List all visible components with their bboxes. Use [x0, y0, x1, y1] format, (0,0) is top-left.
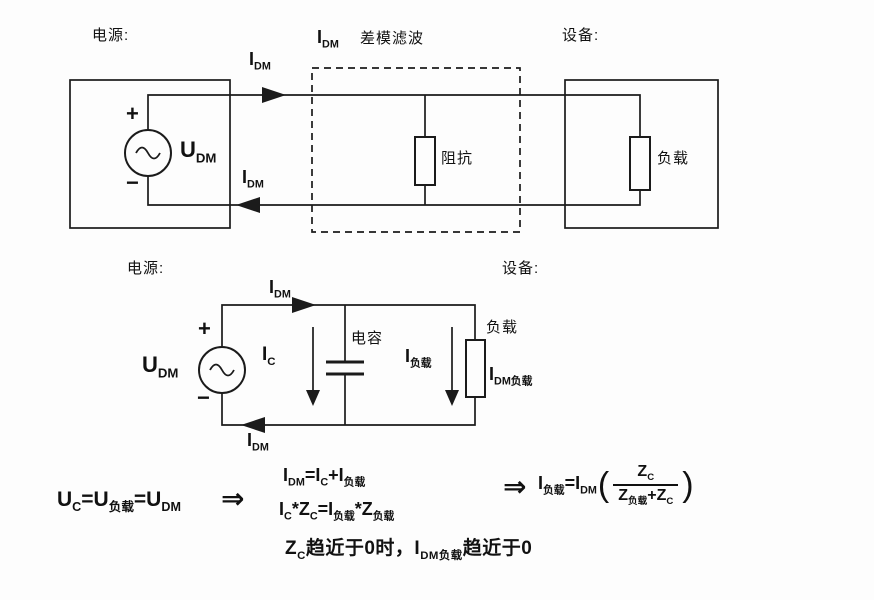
device-title-bottom: 设备: [502, 260, 540, 277]
wire-bottom [147, 176, 641, 206]
load-dm-current-label: IDM负载 [489, 364, 533, 388]
paren-close: ) [682, 466, 694, 505]
wire-top [221, 304, 476, 347]
equation-current-sum: IDM=IC+I负载 [283, 465, 366, 489]
load-current-arrowhead-icon [445, 390, 459, 406]
equation-result-prefix: I负载=IDM [538, 472, 597, 497]
current-arrow-right-icon [262, 87, 286, 103]
filter-title: 差模滤波 [360, 30, 425, 47]
fraction: ZC Z负载+ZC [613, 463, 679, 508]
cap-current-arrowhead-icon [306, 390, 320, 406]
fraction-denominator: Z负载+ZC [618, 487, 674, 508]
current-label-idm-bottom: IDM [242, 167, 264, 191]
source-box [69, 79, 231, 229]
source-voltage-label: UDM [180, 137, 217, 166]
load-label: 负载 [657, 150, 690, 167]
load-body [465, 339, 486, 398]
filter-box-dashed [311, 67, 521, 233]
plus-sign: + [198, 316, 211, 341]
equation-result: I负载=IDM ( ZC Z负载+ZC ) [538, 463, 694, 507]
source-title-bottom: 电源: [127, 260, 165, 277]
load-current-label: I负载 [405, 346, 432, 370]
bottom-circuit [198, 297, 486, 433]
fraction-numerator: ZC [637, 463, 655, 484]
capacitor-label: 电容 [351, 330, 384, 347]
minus-sign: − [126, 170, 139, 195]
source-title-top: 电源: [92, 27, 130, 44]
implies-arrow-icon: ⇒ [503, 471, 527, 502]
minus-sign: − [197, 385, 210, 410]
current-label-idm-top: IDM [249, 49, 271, 73]
current-arrow-right-icon [292, 297, 316, 313]
equation-impedance: IC*ZC=I负载*Z负载 [279, 499, 395, 523]
equation-voltage: UC=U负载=UDM [57, 488, 181, 515]
sine-wave-icon [209, 363, 235, 377]
wire-top [147, 94, 641, 137]
current-label-idm-top: IDM [269, 277, 291, 301]
source-voltage-label: UDM [142, 352, 179, 381]
fraction-bar [613, 484, 679, 487]
impedance-label: 阻抗 [441, 150, 474, 167]
top-circuit [69, 67, 719, 233]
implies-arrow-icon: ⇒ [221, 483, 245, 514]
current-arrow-left-icon [236, 197, 260, 213]
current-arrow-left-icon [241, 417, 265, 433]
filter-current-label: IDM [317, 27, 339, 51]
device-title-top: 设备: [562, 27, 600, 44]
sine-wave-icon [135, 146, 161, 160]
conclusion-text: ZC趋近于0时，IDM负载趋近于0 [285, 538, 533, 562]
load-label: 负载 [486, 319, 519, 336]
plus-sign: + [126, 101, 139, 126]
current-label-idm-bottom: IDM [247, 430, 269, 454]
load-body [629, 136, 651, 191]
cap-current-label: IC [262, 344, 276, 368]
impedance-body [414, 136, 436, 186]
device-box [564, 79, 719, 229]
wire-bottom [221, 393, 476, 426]
paren-open: ( [597, 466, 610, 505]
